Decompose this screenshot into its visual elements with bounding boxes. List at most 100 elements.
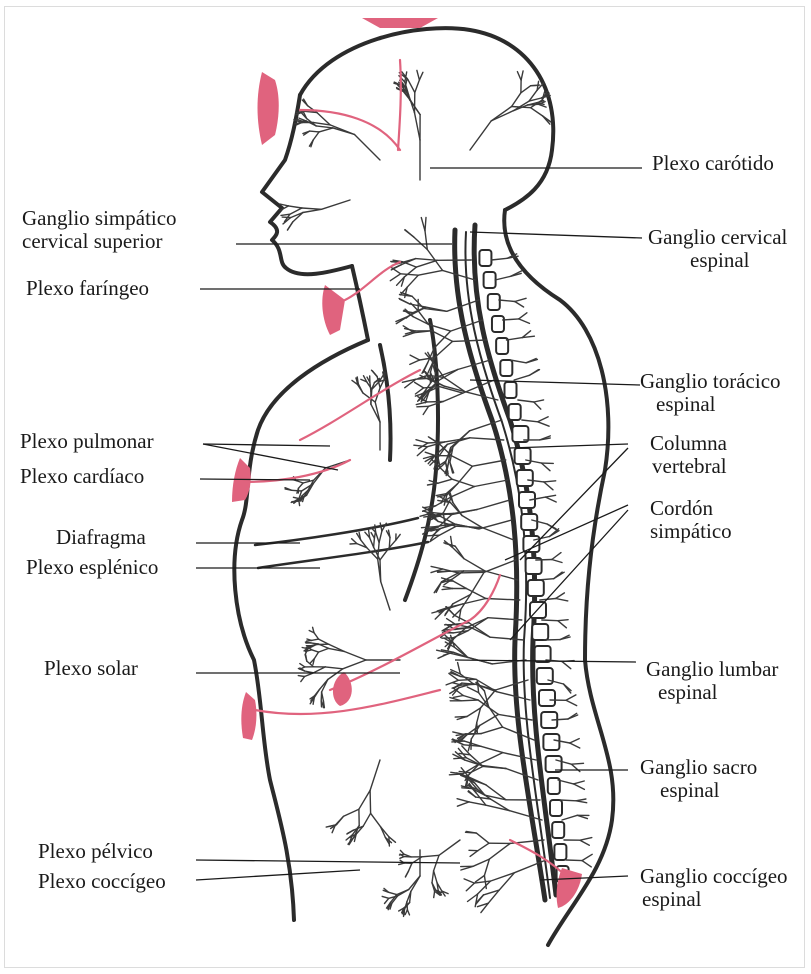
nerve-branch (580, 840, 589, 845)
nerve-branch (370, 790, 371, 813)
nerve-branch (432, 871, 434, 883)
nerve-branch (455, 717, 467, 718)
nerve-branch (443, 270, 476, 280)
nerve-branch (301, 677, 305, 682)
nerve-branch (507, 338, 523, 340)
label-plexo-faringeo: Plexo faríngeo (26, 277, 149, 300)
nerve-branch (519, 319, 530, 324)
nerve-branch (534, 400, 544, 402)
nerve-branch (434, 871, 438, 883)
vertebra (523, 536, 539, 552)
nerve-branch (455, 546, 464, 559)
nerve-branch (423, 406, 428, 414)
nerve-branch (453, 581, 466, 589)
nerve-branch (401, 274, 419, 275)
nerve-branch (466, 832, 477, 833)
nerve-branch (371, 533, 374, 539)
nerve-branch (464, 879, 474, 883)
nerve-branch (519, 313, 527, 319)
nerve-branch (319, 128, 333, 132)
nerve-branch (305, 655, 307, 662)
nerve-branch (531, 108, 543, 116)
nerve-branch (490, 637, 524, 640)
nerve-branch (379, 531, 382, 543)
nerve-branch (400, 854, 405, 855)
nerve-branch (476, 833, 489, 843)
nerve-branch (477, 500, 510, 510)
nerve-branch (455, 628, 471, 630)
nerve-branch (419, 72, 423, 80)
nerve-branch (400, 295, 413, 297)
nerve-branch (289, 206, 302, 208)
nerve-branch (546, 495, 556, 497)
label-columna-vertebral: Columna vertebral (650, 432, 727, 478)
nerve-branch (521, 71, 523, 80)
nerve-branch (389, 892, 397, 894)
nerve-branch (296, 481, 303, 483)
eye-organ-shape (258, 72, 279, 145)
nerve-branch (517, 72, 521, 81)
nerve-branch (431, 566, 443, 569)
vertebra (543, 734, 559, 750)
vertebra (517, 470, 533, 486)
nerve-branch (562, 661, 571, 668)
nerve-branch (363, 813, 370, 826)
label-plexo-esplenico: Plexo esplénico (26, 556, 158, 579)
nerve-branch (311, 639, 318, 640)
vertebra (521, 514, 537, 530)
nerve-branch (316, 126, 333, 128)
nerve-branch (552, 553, 561, 560)
nerve-branch (518, 400, 534, 402)
nerve-branch (418, 270, 442, 275)
nerve-branch (314, 633, 319, 639)
nerve-branch (544, 481, 556, 482)
nerve-branch (372, 370, 378, 376)
nerve-branch (344, 651, 366, 660)
nerve-branch (399, 299, 410, 305)
nerve-branch (355, 135, 381, 161)
nerve-branch (434, 891, 435, 897)
nerve-branch (407, 275, 418, 287)
nerve-branch (352, 539, 357, 544)
nerve-branch (458, 679, 476, 680)
nerve-branch (410, 360, 420, 364)
nerve-branch (481, 727, 502, 734)
vertebra (484, 272, 496, 288)
label-plexo-pelvico: Plexo pélvico (38, 840, 153, 863)
nerve-branch (574, 781, 585, 784)
nerve-branch (503, 319, 519, 320)
nerve-branch (474, 480, 507, 487)
vertebra (509, 404, 521, 420)
nerve-branch (544, 482, 553, 490)
nerve-branch (288, 222, 293, 230)
nerve-branch (293, 497, 299, 498)
nerve-branch (462, 788, 472, 789)
nerve-branch (310, 131, 320, 132)
nerve-branch (325, 667, 343, 669)
nerve-branch (540, 438, 550, 440)
nerve-branch (422, 527, 436, 528)
label-plexo-solar: Plexo solar (44, 657, 138, 680)
nerve-branch (538, 422, 549, 426)
nerve-branch (370, 538, 374, 548)
nerve-branch (438, 479, 452, 483)
nerve-branch (495, 276, 511, 280)
nerve-branch (542, 620, 558, 621)
nerve-branch (531, 85, 540, 86)
nerve-branch (425, 452, 435, 455)
label-ganglio-sacro: Ganglio sacro espinal (640, 756, 757, 802)
nerve-branch (482, 528, 514, 540)
nerve-branch (466, 883, 474, 891)
label-ganglio-lumbar: Ganglio lumbar espinal (646, 658, 778, 704)
nerve-branch (312, 650, 319, 652)
sympathetic-paths (242, 60, 568, 878)
nerve-branch (452, 487, 475, 497)
nerve-branch (452, 456, 473, 466)
nerve-branch (512, 93, 521, 107)
nerve-branch (305, 642, 311, 643)
nerve-branch (410, 355, 420, 360)
nerve-branch (574, 784, 585, 790)
nerve-branch (475, 876, 484, 882)
nerve-branch (443, 393, 463, 401)
nerve-branch (489, 707, 503, 728)
